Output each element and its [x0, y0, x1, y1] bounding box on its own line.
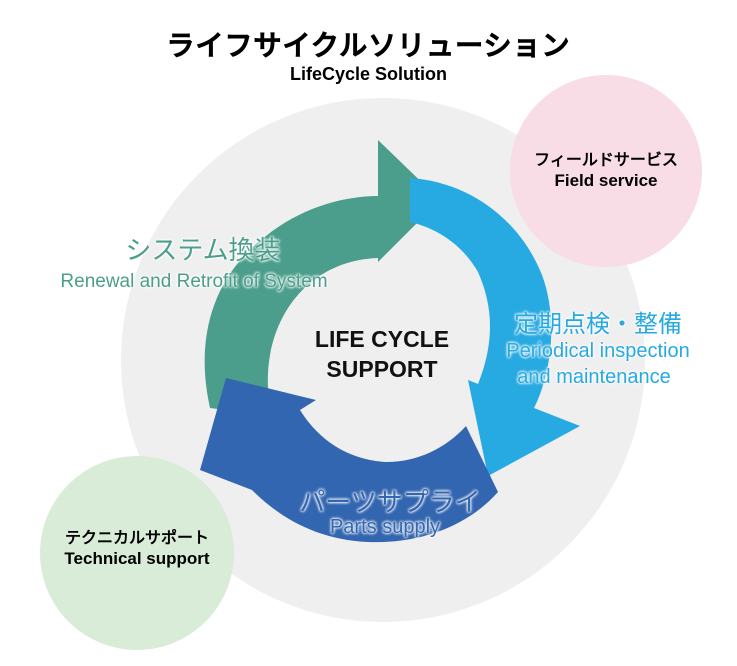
field-service-label-en: Field service [554, 171, 658, 190]
parts-arrow [200, 378, 498, 543]
background-circle [121, 98, 645, 622]
technical-support-label-en: Technical support [64, 549, 210, 568]
technical-support-label-jp: テクニカルサポート [64, 528, 209, 547]
parts-label-en: Parts supply [329, 516, 441, 538]
inspection-label-jp: 定期点検・整備 [514, 310, 682, 338]
field-service-bubble [510, 75, 702, 267]
inspection-label-en-line1: Periodical inspection [506, 340, 690, 362]
center-label-line2: SUPPORT [326, 356, 438, 382]
parts-label-jp: パーツサプライ [299, 488, 481, 518]
renewal-arrow [204, 140, 440, 416]
technical-support-bubble [40, 456, 234, 650]
renewal-label-jp: システム換装 [125, 236, 281, 266]
field-service-label-jp: フィールドサービス [534, 150, 678, 169]
page-title-jp: ライフサイクルソリューション [166, 29, 571, 63]
cycle-ring [200, 140, 580, 543]
page-title-en: LifeCycle Solution [289, 64, 448, 84]
inspection-arrow [410, 178, 580, 476]
center-label-line1: LIFE CYCLE [314, 326, 450, 352]
renewal-label-en: Renewal and Retrofit of System [60, 271, 328, 292]
inspection-label-en-line2: and maintenance [517, 366, 671, 388]
